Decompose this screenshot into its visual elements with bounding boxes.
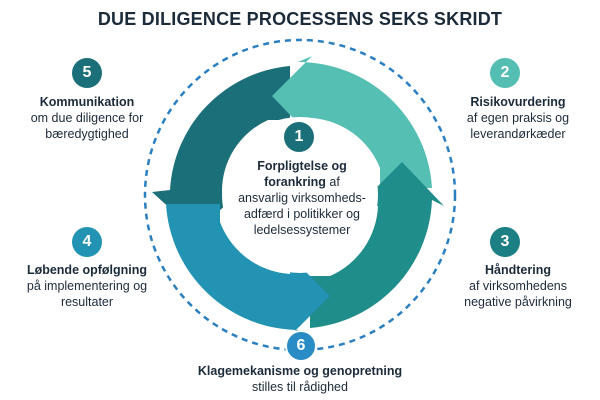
step-5-text: Kommunikation om due diligence for bæred… [14,94,160,142]
step-6-title: Klagemekanisme og genopretning [197,364,403,378]
step-6-badge: 6 [285,330,317,362]
step-3-text: Håndtering af virksomhedens negative påv… [448,262,588,310]
step-2-text: Risikovurdering af egen praksis og lever… [448,94,588,142]
step-4-title: Løbende opfølgning [26,263,148,277]
step-4-description: på implementering og resultater [26,279,148,309]
step-2-title: Risikovurdering [470,95,566,109]
step-1-text: Forpligtelse og forankring af ansvarlig … [238,158,366,238]
diagram-title: DUE DILIGENCE PROCESSENS SEKS SKRIDT [97,9,503,29]
step-3-description: af virksomhedens negative påvirkning [464,279,572,309]
step-4-badge: 4 [72,227,102,257]
step-3-title: Håndtering [485,263,551,277]
cycle-segment-top-left [152,66,290,232]
cycle-segment-bottom-left [166,204,330,336]
step-1-description: af ansvarlig virksomheds-adfærd i politi… [238,175,366,237]
step-4-text: Løbende opfølgning på implementering og … [14,262,160,310]
step-5-title: Kommunikation [39,95,135,109]
step-6-text: Klagemekanisme og genopretning stilles t… [160,363,440,395]
step-3-badge: 3 [490,227,520,257]
step-1-title: Forpligtelse og forankring [257,159,347,189]
step-5-badge: 5 [72,58,102,88]
cycle-segment-bottom-right [310,162,444,328]
step-2-badge: 2 [490,58,520,88]
step-6-description: stilles til rådighed [252,380,348,394]
step-2-description: af egen praksis og leverandørkæder [466,111,570,141]
step-5-description: om due diligence for bæredygtighed [30,111,144,141]
cycle-segment-top-right [272,56,432,188]
step-1-badge: 1 [284,122,314,152]
center-circle [222,117,378,273]
